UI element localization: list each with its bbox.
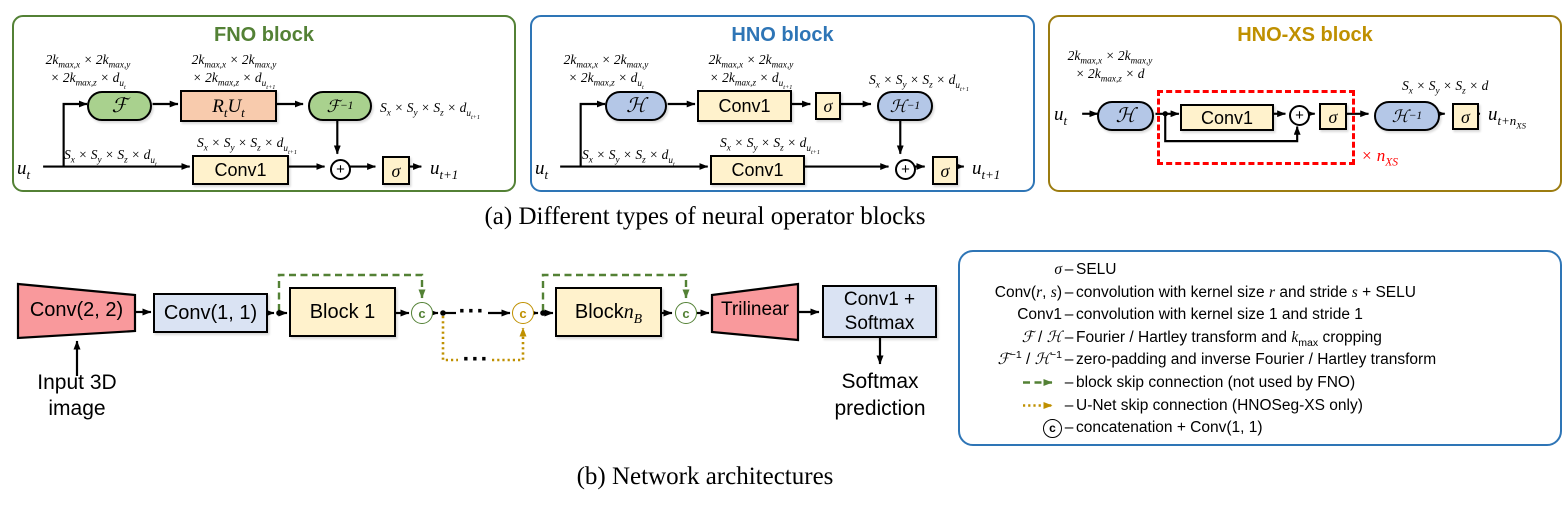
fno-weights-spec: 2kmax,x × 2kmax,y× 2kmax,z × dut+1 (191, 52, 277, 91)
spectral-weights-node: RtUt (180, 90, 277, 122)
hno-conv-bottom-spec: Sx × Sy × Sz × dut+1 (720, 135, 821, 156)
concat-node-unet: c (512, 302, 534, 324)
conv22-label: Conv(2, 2) (29, 299, 124, 321)
hno-skip-spec: Sx × Sy × Sz × dut (582, 147, 675, 168)
hnoxs-input-label: ut (1054, 104, 1068, 128)
legend-row-unet-skip: – U-Net skip connection (HNOSeg-XS only) (966, 395, 1550, 418)
legend-term-inverse-transforms: ℱ−1 / ℋ−1 (997, 349, 1062, 369)
blockn-node: Block nB (555, 287, 662, 337)
hno-conv1-bottom-node: Conv1 (710, 155, 805, 185)
concat-node-1: c (411, 302, 433, 324)
legend-term-conv-rs: Conv(r, s) (994, 283, 1062, 301)
block1-node: Block 1 (289, 287, 396, 337)
hnoxs-sum-node: + (1289, 105, 1310, 126)
legend-row-inverse-transforms: ℱ−1 / ℋ−1 – zero-padding and inverse Fou… (966, 349, 1550, 372)
conv1-softmax-node: Conv1 +Softmax (822, 285, 937, 338)
hno-input-label: ut (535, 158, 549, 182)
legend-box: σ – SELU Conv(r, s) – convolution with k… (958, 250, 1562, 446)
hartley-transform-node: ℋ (605, 91, 667, 121)
inverse-hartley-node: ℋ−1 (877, 91, 933, 121)
hnoxs-activation-out-node: σ (1452, 103, 1479, 130)
main-ellipsis: ··· (458, 298, 486, 325)
hnoxs-conv1-node: Conv1 (1180, 104, 1274, 131)
fno-inverse-output-spec: Sx × Sy × Sz × dut+1 (380, 100, 481, 121)
concat-circle-icon: c (1043, 418, 1062, 438)
hno-panel: HNO block 2kmax,x × 2kmax,y× 2kmax,z × d… (530, 15, 1035, 192)
hnoxs-title: HNO-XS block (1237, 24, 1373, 46)
fno-input-label: ut (17, 158, 31, 182)
hno-conv-top-spec: 2kmax,x × 2kmax,y× 2kmax,z × dut+1 (708, 52, 794, 91)
fno-output-label: ut+1 (430, 158, 459, 182)
trilinear-label: Trilinear (721, 299, 789, 320)
hnoxs-output-label: ut+nXS (1488, 104, 1526, 131)
fno-input-spec: 2kmax,x × 2kmax,y× 2kmax,z × dut (45, 52, 131, 91)
legend-row-conv1: Conv1 – convolution with kernel size 1 a… (966, 304, 1550, 327)
caption-a: (a) Different types of neural operator b… (484, 203, 926, 230)
inverse-hartley-node: ℋ−1 (1374, 101, 1440, 131)
fno-conv-output-spec: Sx × Sy × Sz × dut+1 (197, 135, 298, 156)
hno-output-label: ut+1 (972, 158, 1001, 182)
legend-term-transforms: ℱ / ℋ (1021, 328, 1062, 346)
hno-input-spec: 2kmax,x × 2kmax,y× 2kmax,z × dut (563, 52, 649, 91)
concat-node-2: c (675, 302, 697, 324)
legend-row-conv-rs: Conv(r, s) – convolution with kernel siz… (966, 282, 1550, 305)
legend-row-transforms: ℱ / ℋ – Fourier / Hartley transform and … (966, 327, 1550, 350)
legend-term-conv1: Conv1 (1017, 306, 1062, 324)
skip-ellipsis: ··· (462, 346, 490, 373)
hno-inverse-output-spec: Sx × Sy × Sz × dut+1 (869, 72, 970, 93)
inverse-fourier-node: ℱ−1 (308, 91, 372, 121)
hno-activation-out-node: σ (932, 156, 958, 185)
conv11-node: Conv(1, 1) (153, 293, 268, 333)
hno-conv1-top-node: Conv1 (697, 90, 792, 122)
fno-sum-node: + (330, 159, 351, 180)
hnoxs-output-spec: Sx × Sy × Sz × d (1402, 78, 1489, 96)
fno-conv1-node: Conv1 (192, 155, 289, 185)
fno-activation-node: σ (382, 156, 410, 185)
fno-panel: FNO block 2kmax,x × 2kmax,y× 2kmax,z × d… (12, 15, 516, 192)
legend-row-block-skip: – block skip connection (not used by FNO… (966, 372, 1550, 395)
caption-b: (b) Network architectures (576, 463, 834, 490)
hno-sum-node: + (895, 159, 916, 180)
hnoxs-panel: HNO-XS block 2kmax,x × 2kmax,y× 2kmax,z … (1048, 15, 1562, 192)
hartley-transform-node: ℋ (1097, 101, 1154, 131)
gold-dotted-arrow-icon (1023, 401, 1053, 409)
legend-row-concat: c – concatenation + Conv(1, 1) (966, 417, 1550, 440)
repeat-region-box (1157, 90, 1355, 165)
fourier-transform-node: ℱ (87, 91, 152, 121)
hno-title: HNO block (731, 24, 834, 46)
fno-skip-spec: Sx × Sy × Sz × dut (64, 147, 157, 168)
hnoxs-activation-inner-node: σ (1319, 103, 1347, 130)
hnoxs-input-spec: 2kmax,x × 2kmax,y× 2kmax,z × d (1067, 48, 1153, 84)
fno-title: FNO block (213, 24, 314, 46)
legend-term-sigma: σ (1054, 261, 1062, 278)
repeat-count-label: × nXS (1361, 146, 1399, 169)
hno-activation-top-node: σ (815, 92, 841, 120)
legend-row-sigma: σ – SELU (966, 259, 1550, 282)
green-dashed-arrow-icon (1023, 379, 1053, 387)
architecture-flow: Conv(2, 2) Conv(1, 1) Block 1 c ··· c ··… (0, 248, 958, 458)
